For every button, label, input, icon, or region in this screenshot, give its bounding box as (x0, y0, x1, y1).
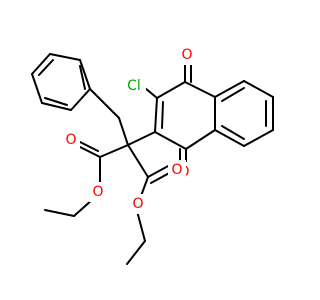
bond-ch2-quaternary (118, 117, 129, 146)
bond-benzo-inner-3 (221, 125, 245, 140)
bond-ester1-carbonyl-2 (77, 140, 99, 152)
bond-quaternary-ester2-c (127, 144, 149, 178)
bond-c3-c2 (154, 97, 158, 133)
bond-ester2-ether-a (140, 176, 149, 197)
bond-c2-c1 (156, 81, 186, 99)
oxygen-label-ester-right-carbonyl: O (171, 162, 182, 178)
bond-ester1-ethyl-2 (44, 209, 75, 217)
bond-quaternary-ester1-c (99, 144, 129, 158)
bond-benzo-inner-1 (221, 87, 245, 102)
bond-c1-c8a (184, 81, 216, 98)
bond-c4-c3 (154, 131, 187, 150)
bond-c3-c2-inner (161, 101, 164, 129)
phenyl-ring (31, 53, 91, 111)
bond-ester2-carbonyl-1 (147, 164, 171, 178)
o-top-label-background (178, 45, 196, 65)
bond-phenyl-inner-1 (38, 59, 54, 76)
molecule-canvas: Cl O O O O O O (31, 45, 274, 265)
bond-c4a-c4 (185, 129, 216, 150)
bond-benzyl-ch2 (89, 88, 120, 119)
bond-c2-cl (144, 87, 158, 99)
bond-phenyl-6 (31, 73, 43, 104)
bond-phenyl-4 (70, 88, 91, 111)
cl-label-background (122, 76, 146, 96)
bond-phenyl-2 (49, 53, 81, 61)
oxygen-label-top: O (181, 47, 192, 63)
o-ester1-ether-label-background (89, 182, 107, 202)
bond-ester1-carbonyl-1 (79, 146, 101, 158)
molecule-structure: Cl O O O O O O (31, 45, 274, 265)
bond-benzo-5 (214, 129, 245, 147)
bond-ester2-ethyl-2 (126, 240, 146, 265)
chlorine-label: Cl (127, 78, 141, 94)
ester-left (44, 140, 129, 217)
bond-phenyl-3 (79, 59, 91, 90)
atom-labels: Cl O O O O O O (62, 45, 196, 214)
oxygen-label-ester-right-ether: O (132, 196, 143, 212)
bond-phenyl-5 (41, 102, 72, 111)
bond-phenyl-inner-3 (44, 97, 68, 106)
oxygen-label-ester-left-carbonyl: O (65, 132, 76, 148)
bond-phenyl-inner-2 (79, 65, 86, 90)
o-ester2-carbonyl-label-background (168, 160, 186, 180)
o-ester1-carbonyl-label-background (62, 130, 80, 150)
bond-benzo-2 (243, 80, 274, 98)
benzo-ring (214, 80, 274, 147)
oxygen-label-ester-left-ether: O (92, 184, 103, 200)
bond-quaternary-naphthoquinone (127, 131, 156, 146)
bond-ester2-ethyl-1 (136, 210, 146, 242)
o-ester2-ether-label-background (129, 194, 147, 214)
bond-benzo-4 (243, 129, 274, 147)
bond-benzo-1 (214, 80, 245, 98)
quinone-ring (144, 64, 216, 164)
bond-phenyl-1 (31, 53, 51, 75)
